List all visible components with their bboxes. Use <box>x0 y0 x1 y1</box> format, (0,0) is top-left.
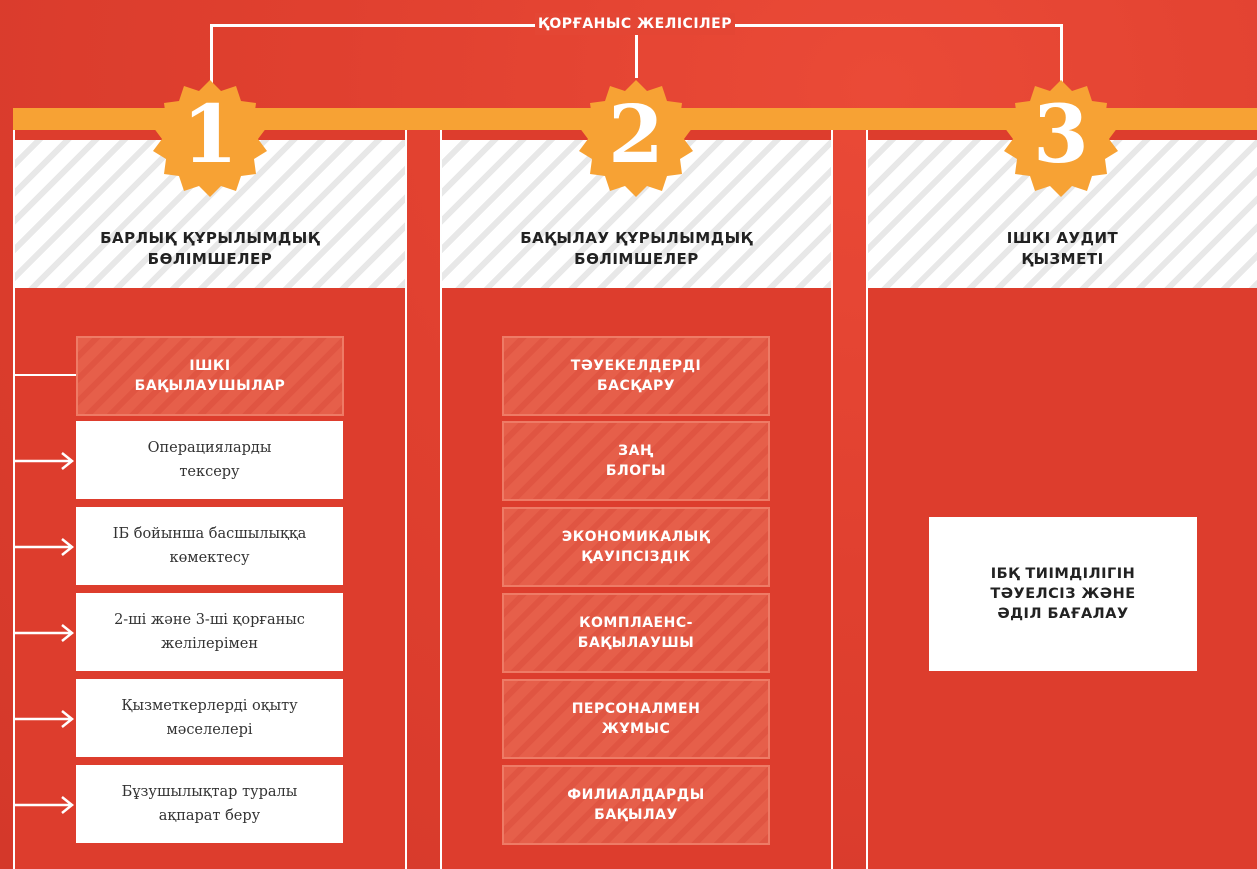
column-3-title: ІШКІ АУДИТ ҚЫЗМЕТІ <box>1006 229 1119 268</box>
badge-number: 3 <box>1033 87 1089 181</box>
column-2-title: БАҚЫЛАУ ҚҰРЫЛЫМДЫҚ БӨЛІМШЕЛЕР <box>520 229 753 268</box>
arrow-right-icon <box>14 538 75 556</box>
bracket-right-drop <box>1060 24 1063 86</box>
arrow-right-icon <box>14 710 75 728</box>
arrow-right-icon <box>14 452 75 470</box>
arrow-right-icon <box>14 624 75 642</box>
col2-item-4: КОМПЛАЕНС-БАҚЫЛАУШЫ <box>502 593 770 673</box>
badge-2: 2 <box>576 78 696 198</box>
bracket-left-drop <box>210 24 213 86</box>
badge-star-icon <box>1004 80 1118 197</box>
audit-assessment-box: ІБҚ ТИІМДІЛІГІН ТӘУЕЛСІЗ ЖӘНЕ ӘДІЛ БАҒАЛ… <box>929 517 1197 671</box>
badge-number: 2 <box>608 87 664 181</box>
bracket-center-drop <box>635 24 638 78</box>
badge-3: 3 <box>1001 78 1121 198</box>
badge-star-icon <box>153 80 267 197</box>
badge-star-icon <box>579 80 693 197</box>
col1-header-connector <box>13 374 76 376</box>
badge-1: 1 <box>150 78 270 198</box>
column-1: БАРЛЫҚ ҚҰРЫЛЫМДЫҚ БӨЛІМШЕЛЕР <box>13 130 407 869</box>
internal-controllers-box: ІШКІ БАҚЫЛАУШЫЛАР <box>76 336 344 416</box>
col1-vertical-connector <box>13 375 15 869</box>
column-1-title: БАРЛЫҚ ҚҰРЫЛЫМДЫҚ БӨЛІМШЕЛЕР <box>100 229 320 268</box>
column-3: ІШКІ АУДИТ ҚЫЗМЕТІ <box>866 130 1257 869</box>
diagram-title: ҚОРҒАНЫС ЖЕЛІСІЛЕР <box>535 13 735 35</box>
arrow-right-icon <box>14 796 75 814</box>
badge-number: 1 <box>182 87 238 181</box>
